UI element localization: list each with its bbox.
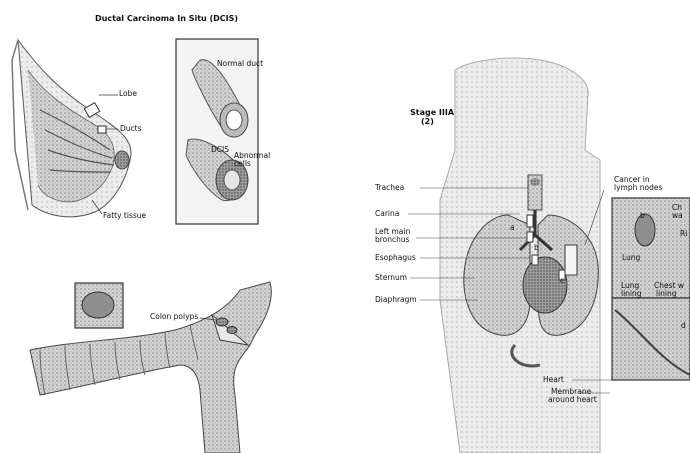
lung-illustration <box>408 58 690 453</box>
label-colon-polyps: Colon polyps <box>150 313 198 321</box>
label-trachea: Trachea <box>375 184 404 192</box>
breast-illustration <box>12 40 131 217</box>
label-heart: Heart <box>543 376 564 384</box>
label-inset-lung: Lung <box>622 254 640 262</box>
label-sternum: Sternum <box>375 274 407 282</box>
label-lobe: Lobe <box>119 90 137 98</box>
label-normal-duct: Normal duct <box>217 60 263 68</box>
label-carina: Carina <box>375 210 399 218</box>
label-lobe-c: c <box>560 277 564 285</box>
label-cancer-lymph-2: lymph nodes <box>614 184 662 192</box>
label-inset-ri: Ri <box>680 230 687 238</box>
stage-title: Stage IIIA <box>410 109 454 117</box>
label-lobe-b2: b <box>640 212 645 220</box>
dcis-title: Ductal Carcinoma In Situ (DCIS) <box>95 15 238 23</box>
label-lobe-b: b <box>534 244 539 252</box>
label-inset-ch-2: wa <box>672 212 683 220</box>
colon-illustration <box>30 282 271 453</box>
label-fatty-tissue: Fatty tissue <box>103 212 146 220</box>
label-diaphragm: Diaphragm <box>375 296 417 304</box>
label-inset-d: d <box>681 322 686 330</box>
label-lung-lining-2: lining <box>621 290 642 298</box>
label-abnormal-cells-2: cells <box>234 160 251 168</box>
label-chest-wall-2: lining <box>656 290 677 298</box>
label-esophagus: Esophagus <box>375 254 416 262</box>
label-dcis: DCIS <box>211 146 229 154</box>
label-membrane-2: around heart <box>548 396 597 404</box>
label-left-main-2: bronchus <box>375 236 410 244</box>
stage-subtitle: (2) <box>421 118 434 126</box>
label-lobe-a: a <box>510 224 515 232</box>
label-ducts: Ducts <box>120 125 142 133</box>
